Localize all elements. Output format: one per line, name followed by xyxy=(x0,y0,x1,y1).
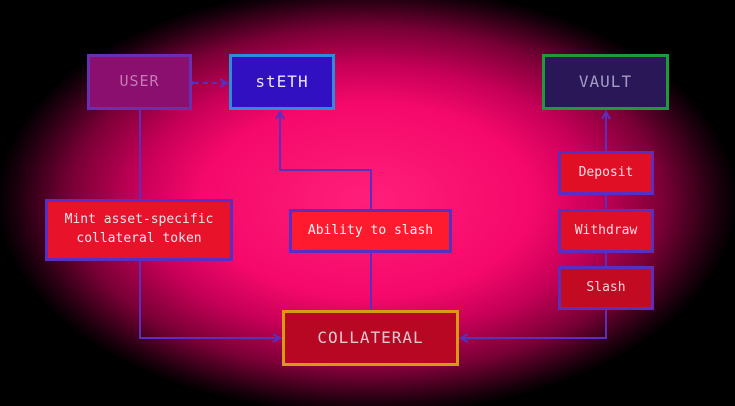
user-node: USER xyxy=(87,54,192,110)
steth-label: stETH xyxy=(255,72,309,92)
ability-to-slash-node: Ability to slash xyxy=(289,209,452,253)
vault-node: VAULT xyxy=(542,54,669,110)
ability-to-slash-label: Ability to slash xyxy=(307,222,434,238)
steth-node: stETH xyxy=(229,54,335,110)
withdraw-label: Withdraw xyxy=(574,222,638,238)
collateral-node: COLLATERAL xyxy=(282,310,459,366)
user-label: USER xyxy=(119,72,160,91)
slash-label: Slash xyxy=(586,279,626,295)
withdraw-node: Withdraw xyxy=(558,209,654,253)
deposit-label: Deposit xyxy=(578,164,634,180)
deposit-node: Deposit xyxy=(558,151,654,195)
mint-collateral-token-node: Mint asset-specific collateral token xyxy=(45,199,233,261)
slash-node: Slash xyxy=(558,266,654,310)
vault-label: VAULT xyxy=(578,72,633,92)
mint-label: Mint asset-specific collateral token xyxy=(64,212,214,246)
edge-user-collateral xyxy=(139,110,280,338)
collateral-label: COLLATERAL xyxy=(317,328,424,348)
